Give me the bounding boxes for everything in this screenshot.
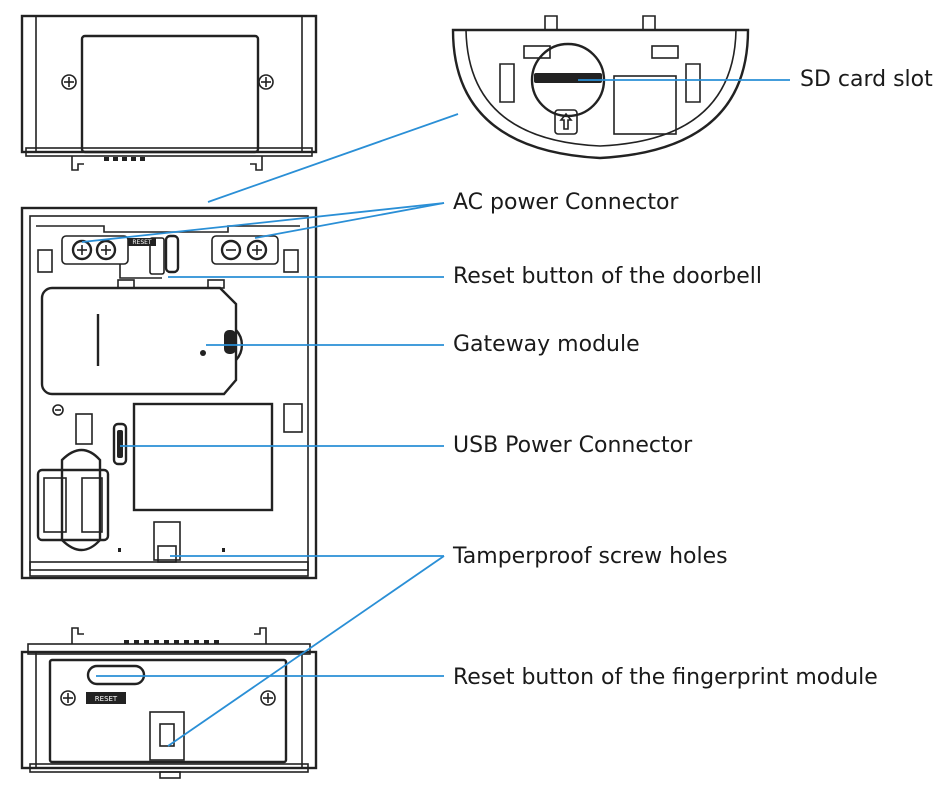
gateway-module [40, 279, 244, 396]
usb-power-connector [112, 422, 128, 466]
tamperproof-screw-hole [149, 711, 185, 761]
callout-ac-right [254, 202, 445, 239]
plus-screw-icon [246, 239, 268, 261]
side-connector [36, 448, 110, 552]
reset-mark: RESET [132, 239, 152, 246]
vent-slots [124, 640, 219, 644]
fingerprint-bottom-view: RESET [20, 627, 318, 779]
minus-screw-icon [220, 239, 242, 261]
screw-icon [60, 690, 76, 706]
callout-lines [81, 79, 790, 747]
screw-icon [61, 74, 77, 90]
sd-card-end-view [451, 15, 750, 160]
label-tamperproof-screw-holes: Tamperproof screw holes [453, 544, 728, 569]
label-sd-card-slot: SD card slot [800, 67, 933, 92]
callout-sd-view [207, 113, 459, 203]
main-board: RESET [20, 206, 318, 580]
screw-icon [260, 690, 276, 706]
fingerprint-reset-button: RESET [86, 664, 146, 704]
label-ac-power-connector: AC power Connector [453, 190, 679, 215]
housing-top-view [20, 14, 318, 171]
screw-icon [52, 404, 64, 416]
doorbell-reset-button: RESET [128, 234, 180, 275]
label-reset-doorbell: Reset button of the doorbell [453, 264, 762, 289]
callout-ac-left [81, 202, 445, 243]
label-reset-fingerprint: Reset button of the fingerprint module [453, 665, 878, 690]
vent-slots [104, 157, 145, 161]
label-usb-power-connector: USB Power Connector [453, 433, 693, 458]
ac-terminal-left [61, 235, 129, 265]
plus-screw-icon [71, 239, 93, 261]
ac-terminal-right [211, 235, 279, 265]
callout-tamper-bottom [167, 555, 445, 747]
label-gateway-module: Gateway module [453, 332, 640, 357]
screw-icon [258, 74, 274, 90]
reset-mark: RESET [95, 695, 118, 703]
plus-screw-icon [95, 239, 117, 261]
sd-insert-arrow-icon [554, 109, 578, 135]
